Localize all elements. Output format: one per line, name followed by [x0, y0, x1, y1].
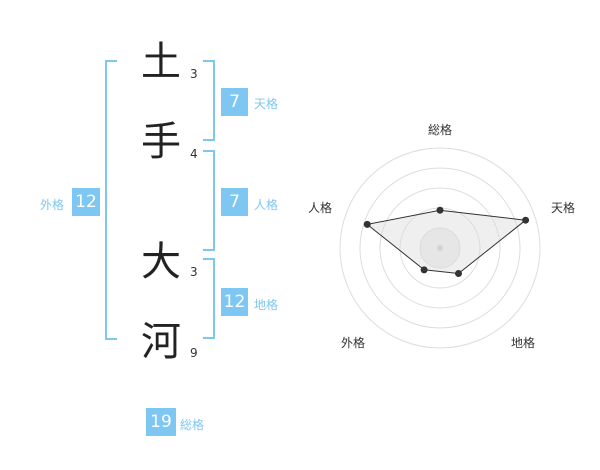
stroke-count-4: 9: [190, 346, 198, 360]
soukaku-label: 総格: [180, 418, 205, 432]
radar-label-gaikaku: 外格: [341, 335, 365, 350]
radar-point-4: [420, 266, 428, 274]
radar-points: [363, 206, 530, 277]
radar-label-tenkaku: 天格: [551, 200, 575, 215]
radar-point-5: [363, 220, 371, 228]
radar-point-2: [522, 216, 530, 224]
tenkaku-bracket: [203, 60, 215, 141]
radar-label-chikaku: 地格: [511, 335, 535, 350]
stroke-count-3: 3: [190, 265, 198, 279]
jinkaku-label: 人格: [254, 198, 279, 212]
name-char-3: 大: [141, 239, 181, 285]
tenkaku-value: 7: [221, 88, 248, 116]
radar-label-jinkaku: 人格: [308, 200, 332, 215]
gaikaku-value: 12: [72, 188, 100, 216]
chikaku-bracket: [203, 258, 215, 339]
chikaku-label: 地格: [254, 298, 279, 312]
radar-center: [437, 245, 443, 251]
radar-ring-5: [339, 147, 541, 349]
soukaku-value: 19: [146, 408, 176, 436]
radar-point-3: [455, 269, 463, 277]
jinkaku-value: 7: [221, 188, 248, 216]
name-char-4: 河: [141, 319, 181, 365]
radar-area: [366, 209, 527, 275]
jinkaku-bracket: [203, 150, 215, 251]
radar-point-1: [436, 206, 444, 214]
gaikaku-bracket: [105, 60, 117, 340]
name-char-2: 手: [141, 119, 181, 165]
name-char-1: 土: [141, 39, 181, 85]
radar-ring-4: [359, 167, 521, 329]
stroke-count-1: 3: [190, 67, 198, 81]
chikaku-value: 12: [221, 288, 248, 316]
radar-ring-3: [379, 187, 501, 309]
stroke-count-2: 4: [190, 147, 198, 161]
radar-label-soukaku: 総格: [428, 122, 452, 137]
tenkaku-label: 天格: [254, 97, 279, 111]
gaikaku-label: 外格: [40, 198, 65, 212]
